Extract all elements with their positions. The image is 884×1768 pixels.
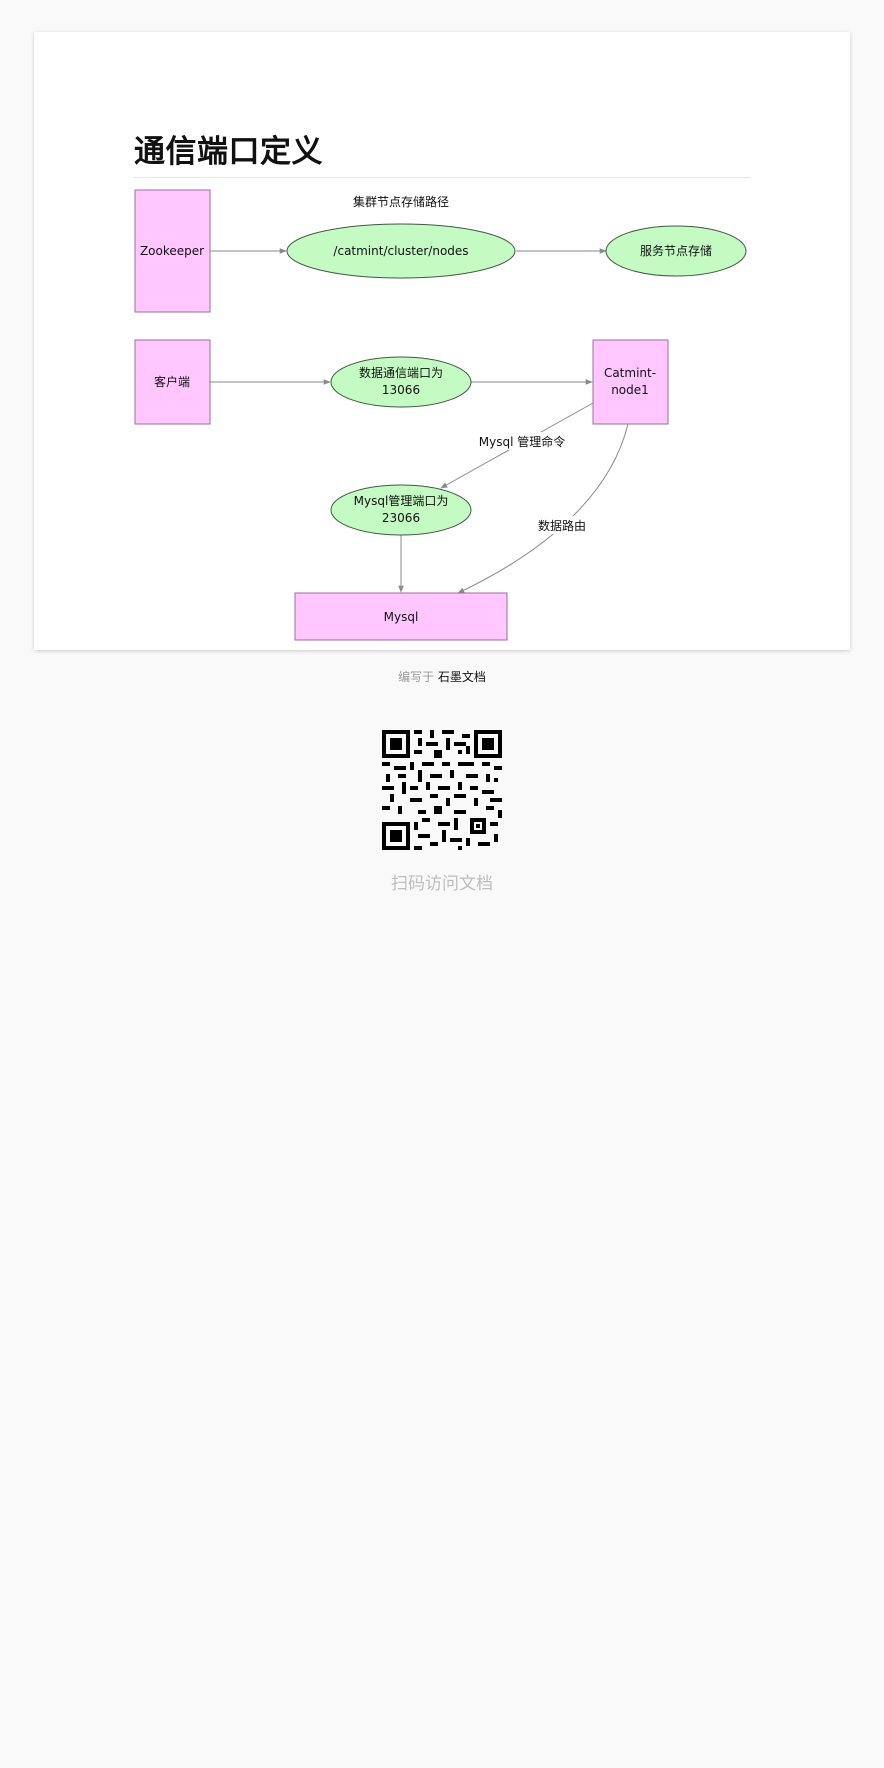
mysql-port-label-line2: 23066 bbox=[382, 511, 420, 525]
data-port-label-line1: 数据通信端口为 bbox=[359, 365, 443, 380]
zookeeper-label: Zookeeper bbox=[140, 244, 204, 258]
cluster-storage-path-label: 集群节点存储路径 bbox=[353, 194, 449, 209]
catmint-node-box bbox=[592, 339, 669, 425]
mysql-box bbox=[294, 592, 508, 641]
data-routing-label: 数据路由 bbox=[538, 518, 586, 533]
qr-code bbox=[382, 730, 502, 850]
mysql-port-ellipse bbox=[330, 484, 472, 536]
port-diagram: Zookeeper /catmint/cluster/nodes 服务节点存储 … bbox=[134, 189, 747, 641]
shimo-docs-link[interactable]: 石墨文档 bbox=[437, 670, 486, 684]
client-label: 客户端 bbox=[154, 374, 190, 389]
mysql-label: Mysql bbox=[384, 610, 419, 624]
title-divider bbox=[134, 177, 750, 178]
cluster-path-label: /catmint/cluster/nodes bbox=[333, 244, 468, 258]
client-box bbox=[134, 339, 211, 425]
zookeeper-box bbox=[134, 189, 211, 313]
written-prefix: 编写于 bbox=[398, 670, 435, 684]
document-title: 通信端口定义 bbox=[134, 134, 323, 170]
data-port-ellipse bbox=[330, 356, 472, 408]
cluster-path-ellipse bbox=[286, 223, 516, 279]
scan-to-visit-label: 扫码访问文档 bbox=[391, 874, 493, 894]
service-storage-ellipse bbox=[605, 225, 747, 277]
service-storage-label: 服务节点存储 bbox=[640, 243, 712, 258]
document-card: 通信端口定义 Zookeeper /c bbox=[34, 32, 850, 650]
data-port-label-line2: 13066 bbox=[382, 383, 420, 397]
written-with-footer: 编写于 石墨文档 bbox=[0, 668, 884, 685]
mysql-command-label: Mysql 管理命令 bbox=[479, 434, 565, 449]
catmint-node-label-line2: node1 bbox=[611, 383, 649, 397]
mysql-port-label-line1: Mysql管理端口为 bbox=[354, 493, 449, 508]
catmint-node-label-line1: Catmint- bbox=[604, 366, 656, 380]
